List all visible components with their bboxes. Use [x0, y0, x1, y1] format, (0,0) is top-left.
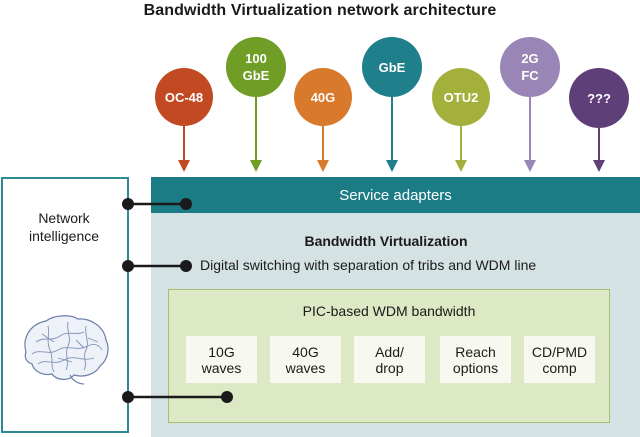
arrowhead-gbe	[386, 160, 398, 172]
service-label-gbe: GbE	[378, 59, 406, 75]
arrowhead-40g	[317, 160, 329, 172]
function-label-40g-waves: 40G waves	[285, 343, 326, 376]
connector-dot-left-2	[122, 260, 134, 272]
pic-title: PIC-based WDM bandwidth	[302, 303, 476, 319]
function-label-reach-options: Reach options	[452, 343, 499, 376]
connector-dot-left-3	[122, 391, 134, 403]
bv-subtitle: Digital switching with separation of tri…	[200, 257, 537, 273]
service-label-unknown: ???	[587, 90, 611, 106]
function-label-cd-pmd-comp: CD/PMD comp	[531, 343, 588, 376]
service-circle-oc48: OC-48	[155, 68, 213, 126]
function-40g-waves: 40G waves	[270, 336, 341, 383]
service-label-40g: 40G	[310, 89, 336, 105]
service-arrows	[178, 97, 605, 172]
service-circle-40g: 40G	[294, 68, 352, 126]
service-circle-100gbe: 100 GbE	[226, 37, 286, 97]
function-10g-waves: 10G waves	[186, 336, 257, 383]
function-add-drop: Add/ drop	[354, 336, 425, 383]
service-circle-unknown: ???	[569, 68, 629, 128]
arrowhead-2gfc	[524, 160, 536, 172]
connector-dot-right-1	[180, 198, 192, 210]
connector-dot-left-1	[122, 198, 134, 210]
service-circle-2gfc: 2G FC	[500, 37, 560, 97]
connector-dot-right-2	[180, 260, 192, 272]
service-label-100gbe: 100 GbE	[242, 51, 270, 83]
service-circle-otu2: OTU2	[432, 68, 490, 126]
network-intelligence-label: Network intelligence	[28, 210, 100, 244]
network-intelligence-box	[1, 177, 129, 433]
service-label-oc48: OC-48	[164, 89, 204, 105]
arrowhead-unknown	[593, 160, 605, 172]
function-cd-pmd-comp: CD/PMD comp	[524, 336, 595, 383]
service-adapters-label: Service adapters	[339, 186, 452, 204]
function-label-add-drop: Add/ drop	[375, 343, 404, 376]
arrowhead-otu2	[455, 160, 467, 172]
diagram-title: Bandwidth Virtualization network archite…	[143, 2, 497, 19]
service-circle-gbe: GbE	[362, 37, 422, 97]
function-reach-options: Reach options	[440, 336, 511, 383]
brain-icon	[24, 315, 109, 385]
function-label-10g-waves: 10G waves	[201, 343, 242, 376]
arrowhead-100gbe	[250, 160, 262, 172]
service-label-2gfc: 2G FC	[521, 51, 539, 83]
arrowhead-oc48	[178, 160, 190, 172]
service-label-otu2: OTU2	[443, 89, 479, 105]
connector-dot-right-3	[221, 391, 233, 403]
service-adapters-band: Service adapters	[151, 177, 640, 213]
bv-title: Bandwidth Virtualization	[304, 233, 468, 249]
